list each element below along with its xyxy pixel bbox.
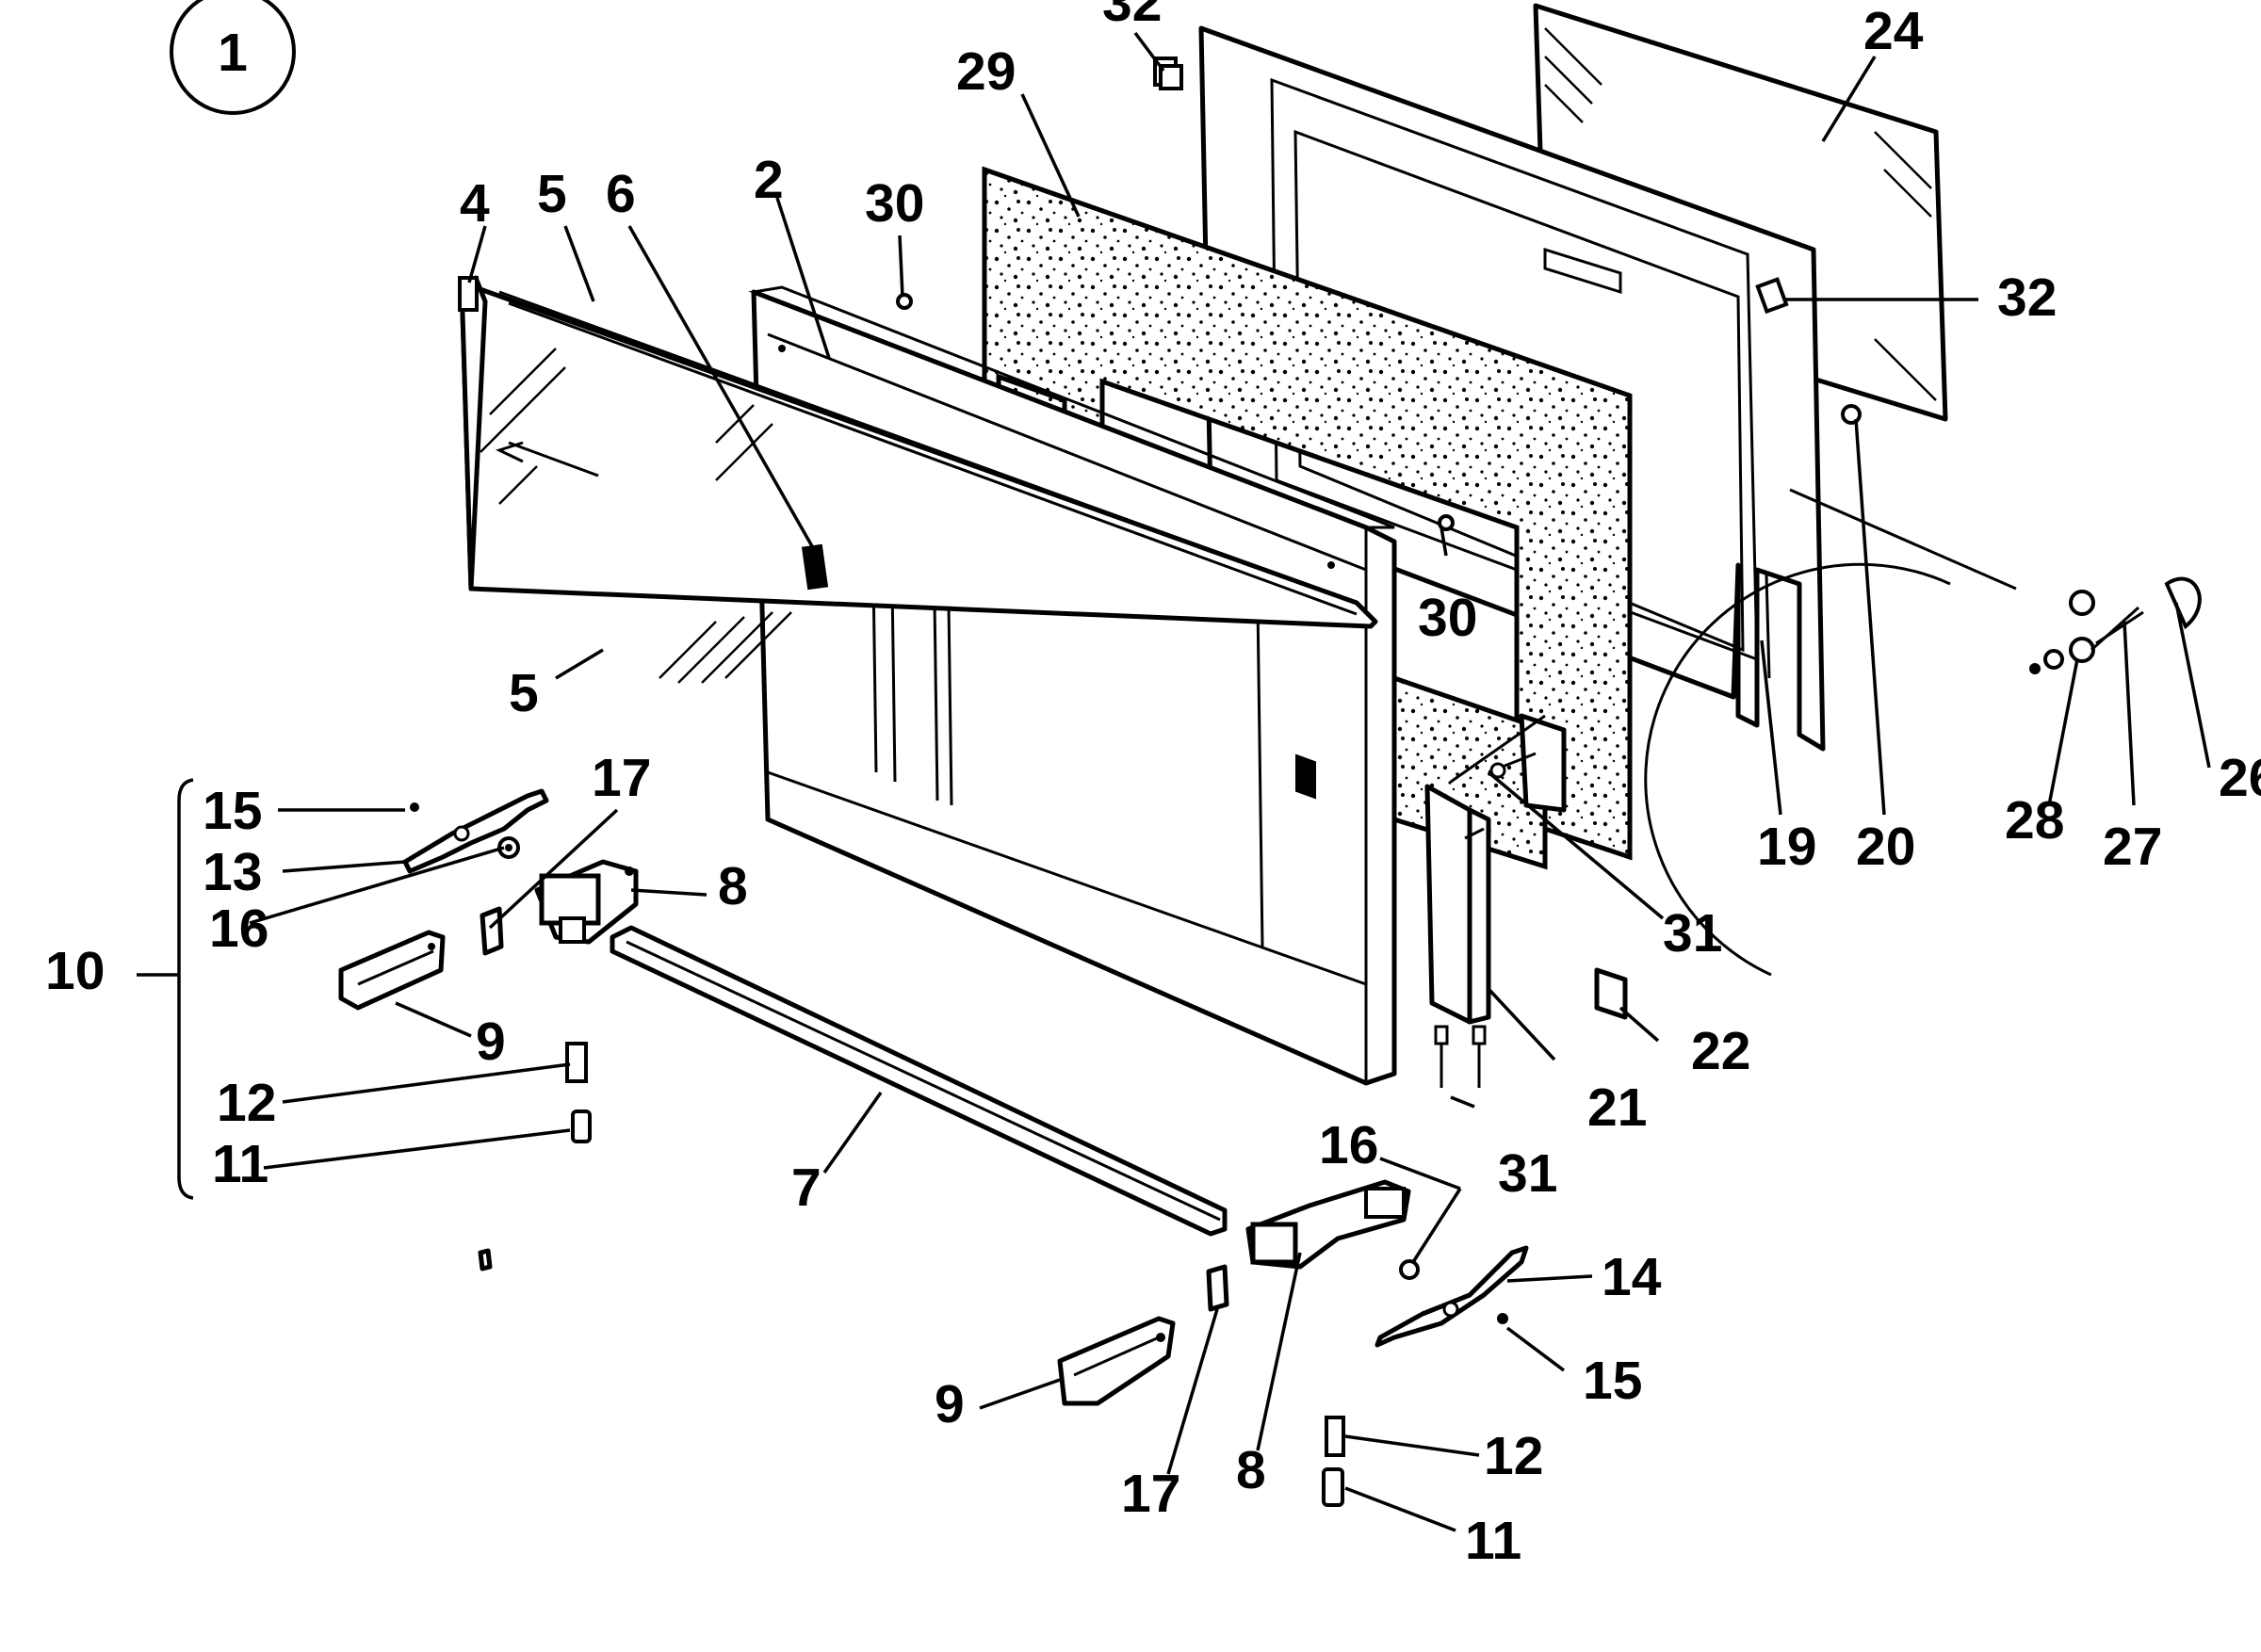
callout-8-left: 8: [718, 856, 748, 916]
right-latch-assembly: [1057, 1179, 1529, 1507]
leader-lines: [137, 31, 2211, 1532]
hinge-bracket: [1424, 713, 1628, 1088]
callout-13: 13: [203, 842, 262, 902]
left-latch-assembly: [338, 788, 639, 1271]
callout-20: 20: [1856, 817, 1915, 877]
callout-9-right: 9: [935, 1374, 965, 1434]
callout-5-top: 5: [537, 164, 567, 224]
callout-30-mid: 30: [1418, 588, 1477, 648]
callout-12-left: 12: [217, 1073, 276, 1133]
callout-14: 14: [1602, 1247, 1662, 1307]
callout-24: 24: [1863, 1, 1924, 61]
callout-8-right: 8: [1236, 1440, 1266, 1500]
callout-16-left: 16: [209, 899, 268, 959]
callout-29: 29: [956, 41, 1016, 102]
callout-2: 2: [754, 150, 784, 210]
callout-32-right: 32: [1997, 267, 2057, 328]
callout-15-right: 15: [1583, 1351, 1642, 1411]
callout-5-bottom: 5: [509, 663, 539, 723]
callout-15-left: 15: [203, 781, 262, 841]
callout-16-right: 16: [1319, 1115, 1378, 1175]
callout-19: 19: [1757, 817, 1816, 877]
screws: [896, 64, 1455, 531]
callout-12-right: 12: [1484, 1426, 1543, 1486]
callout-11-right: 11: [1465, 1511, 1521, 1571]
callout-30-top: 30: [865, 173, 924, 234]
callout-11-left: 11: [212, 1134, 268, 1194]
detail-magnifier: [1644, 404, 2202, 977]
callout-6: 6: [606, 164, 636, 224]
callout-28: 28: [2005, 790, 2064, 850]
figure-number: 1: [218, 23, 248, 83]
callout-10: 10: [45, 941, 105, 1001]
callout-21: 21: [1587, 1077, 1647, 1138]
callout-26: 26: [2219, 748, 2261, 808]
callout-17-left: 17: [592, 748, 651, 808]
callout-9-left: 9: [476, 1012, 506, 1072]
outer-glass-panel: [458, 275, 1378, 684]
callout-22: 22: [1691, 1021, 1750, 1081]
door-handle-bar: [610, 925, 1228, 1237]
callout-7: 7: [791, 1158, 821, 1218]
callout-31-lower: 31: [1498, 1143, 1557, 1204]
callout-27: 27: [2103, 817, 2162, 877]
callout-4: 4: [460, 173, 490, 234]
callout-numbers: 32 24 29 2 30 4 5 6 32 30 5 17 15 13 16 …: [45, 0, 2261, 1571]
callout-17-right: 17: [1121, 1464, 1180, 1524]
callout-32-top: 32: [1102, 0, 1162, 33]
figure-number-badge: 1: [170, 0, 296, 115]
callout-31-upper: 31: [1663, 903, 1722, 964]
